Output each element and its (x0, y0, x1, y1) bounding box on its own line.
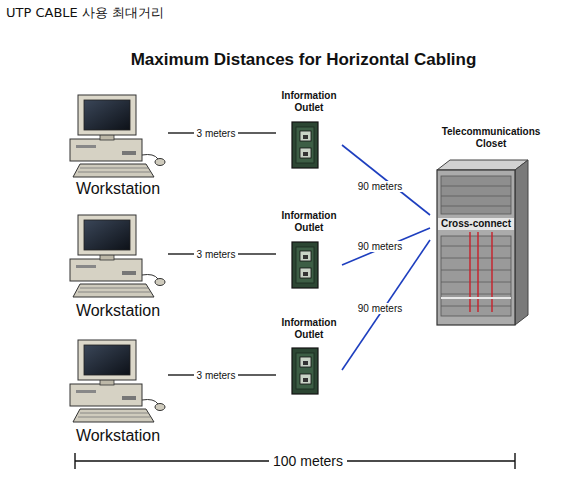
workstation-node: Workstation (68, 92, 168, 198)
node-label: Information Outlet (276, 90, 342, 114)
rack-illustration (437, 160, 528, 325)
node-label: Workstation (76, 180, 160, 198)
workstation-illustration (70, 95, 165, 422)
distance-label: 90 meters (355, 241, 405, 252)
node-label: Information Outlet (276, 210, 342, 234)
page-heading: UTP CABLE 사용 최대거리 (2, 4, 168, 22)
workstation-node: Workstation (68, 337, 168, 445)
node-label: Workstation (76, 427, 160, 445)
dimension-line (75, 453, 515, 469)
rack-label: Cross-connect (438, 218, 514, 230)
node-label: Telecommunications Closet (430, 126, 552, 150)
outlet-node: Information Outlet (276, 317, 342, 395)
workstation-node: Workstation (68, 212, 168, 320)
closet-node: Telecommunications ClosetCross-connect (430, 126, 552, 328)
distance-label: 3 meters (194, 249, 239, 260)
node-label: Workstation (76, 302, 160, 320)
diagram-title: Maximum Distances for Horizontal Cabling (0, 50, 573, 70)
distance-label: 90 meters (355, 303, 405, 314)
outlet-node: Information Outlet (276, 90, 342, 170)
cable-line (342, 240, 430, 370)
dimension-label: 100 meters (269, 453, 347, 469)
distance-label: 3 meters (194, 370, 239, 381)
outlet-illustration (292, 122, 318, 394)
node-label: Information Outlet (276, 317, 342, 341)
outlet-node: Information Outlet (276, 210, 342, 290)
distance-label: 3 meters (194, 128, 239, 139)
distance-label: 90 meters (355, 181, 405, 192)
cable-line (342, 145, 430, 215)
